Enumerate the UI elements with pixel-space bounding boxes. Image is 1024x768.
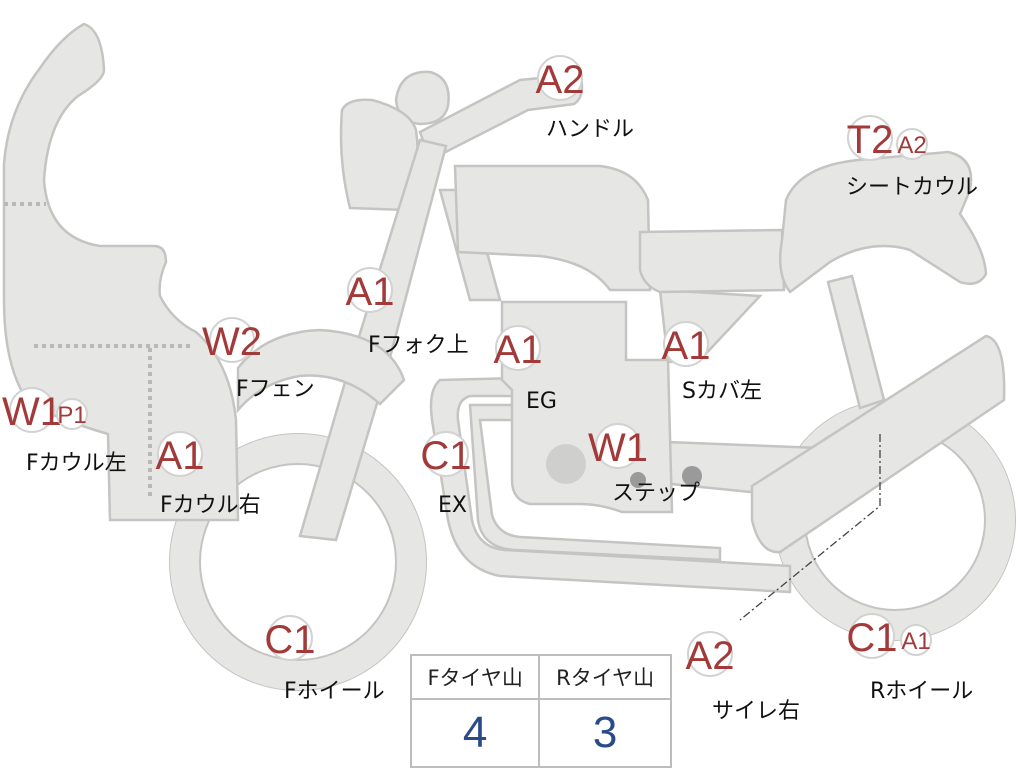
engine-cover-shape: [546, 444, 586, 484]
grade-badge-silencer: A2: [686, 631, 735, 678]
grade-badge-handle: A2: [536, 55, 585, 102]
grade-badge-exhaust: C1: [420, 431, 472, 478]
label-silencer: サイレ右: [712, 699, 800, 724]
svg-text:A2: A2: [536, 58, 585, 102]
svg-text:C1: C1: [420, 434, 471, 478]
grade-badge-side-cover: A1: [662, 321, 711, 368]
front-wheel-shape: [169, 433, 427, 691]
right-peg-shape: [682, 466, 702, 486]
grade-badge-front-wheel: C1: [264, 615, 316, 662]
rear-tire-tread-value: 3: [538, 698, 672, 768]
grade-badge-rear-wheel-primary: C1: [846, 613, 898, 660]
exhaust-pipe-outer: [429, 376, 792, 594]
seat-shape: [638, 228, 786, 294]
label-side-cover: Sカバ左: [682, 379, 762, 404]
label-exhaust: EX: [438, 493, 467, 518]
front-fender-shape: [236, 328, 406, 414]
svg-text:W2: W2: [202, 320, 262, 364]
headlight-shape: [339, 98, 419, 212]
front-cowl-shape: [2, 22, 240, 522]
svg-text:A1: A1: [901, 628, 930, 655]
grade-badge-cowl-right: A1: [156, 431, 205, 478]
label-front-wheel: Fホイール: [284, 679, 385, 704]
front-tire-tread-value: 4: [409, 698, 541, 768]
grade-badge-front-fender: W2: [202, 317, 262, 364]
tire-tread-table: Fタイヤ山 Rタイヤ山 4 3: [409, 654, 672, 768]
svg-text:A1: A1: [662, 324, 711, 368]
svg-text:P1: P1: [57, 402, 86, 429]
exhaust-pipe-inner: [468, 403, 722, 562]
svg-text:C1: C1: [264, 618, 315, 662]
label-seat-cowl: シートカウル: [846, 175, 978, 200]
grade-badge-seat-cowl-secondary: A2: [896, 128, 928, 160]
svg-text:A2: A2: [897, 132, 926, 159]
grade-badge-step: W1: [588, 423, 648, 470]
grade-badge-seat-cowl-primary: T2: [847, 115, 894, 162]
svg-text:A2: A2: [686, 634, 735, 678]
grade-markers: A2 T2 A2 A1 A1 A1 W2: [2, 55, 932, 678]
svg-text:A1: A1: [346, 270, 395, 314]
svg-text:W1: W1: [588, 426, 648, 470]
svg-text:A1: A1: [494, 328, 543, 372]
rear-tire-tread-header: Rタイヤ山: [538, 654, 672, 700]
part-labels: ハンドル シートカウル Fフォク上 EG Sカバ左 Fフェン Fカウル左 Fカウ…: [26, 117, 978, 724]
svg-text:C1: C1: [846, 616, 897, 660]
grade-badge-front-fork: A1: [346, 267, 395, 314]
grade-badge-cowl-left-primary: W1: [2, 387, 62, 434]
grade-badge-engine: A1: [494, 325, 543, 372]
silencer-leader-line: [739, 434, 881, 621]
svg-text:T2: T2: [847, 118, 894, 162]
label-front-fork: Fフォク上: [368, 333, 469, 358]
left-peg-shape: [630, 472, 646, 488]
svg-text:A1: A1: [156, 434, 205, 478]
svg-text:W1: W1: [2, 390, 62, 434]
label-cowl-right: Fカウル右: [160, 493, 261, 518]
grade-badge-cowl-left-secondary: P1: [56, 398, 88, 430]
fuel-tank-shape: [453, 164, 652, 292]
tread-header-row: Fタイヤ山 Rタイヤ山: [409, 654, 672, 700]
label-cowl-left: Fカウル左: [26, 451, 127, 476]
label-engine: EG: [526, 389, 557, 414]
seat-cowl-shape: [779, 150, 988, 294]
tread-value-row: 4 3: [409, 698, 672, 768]
silencer-shape: [750, 334, 1006, 554]
label-front-fender: Fフェン: [236, 377, 315, 402]
label-step: ステップ: [612, 481, 700, 506]
grade-badge-rear-wheel-secondary: A1: [900, 624, 932, 656]
label-handle: ハンドル: [546, 117, 634, 142]
label-rear-wheel: Rホイール: [870, 679, 973, 704]
rear-shock-shape: [826, 274, 886, 410]
front-tire-tread-header: Fタイヤ山: [409, 654, 541, 700]
